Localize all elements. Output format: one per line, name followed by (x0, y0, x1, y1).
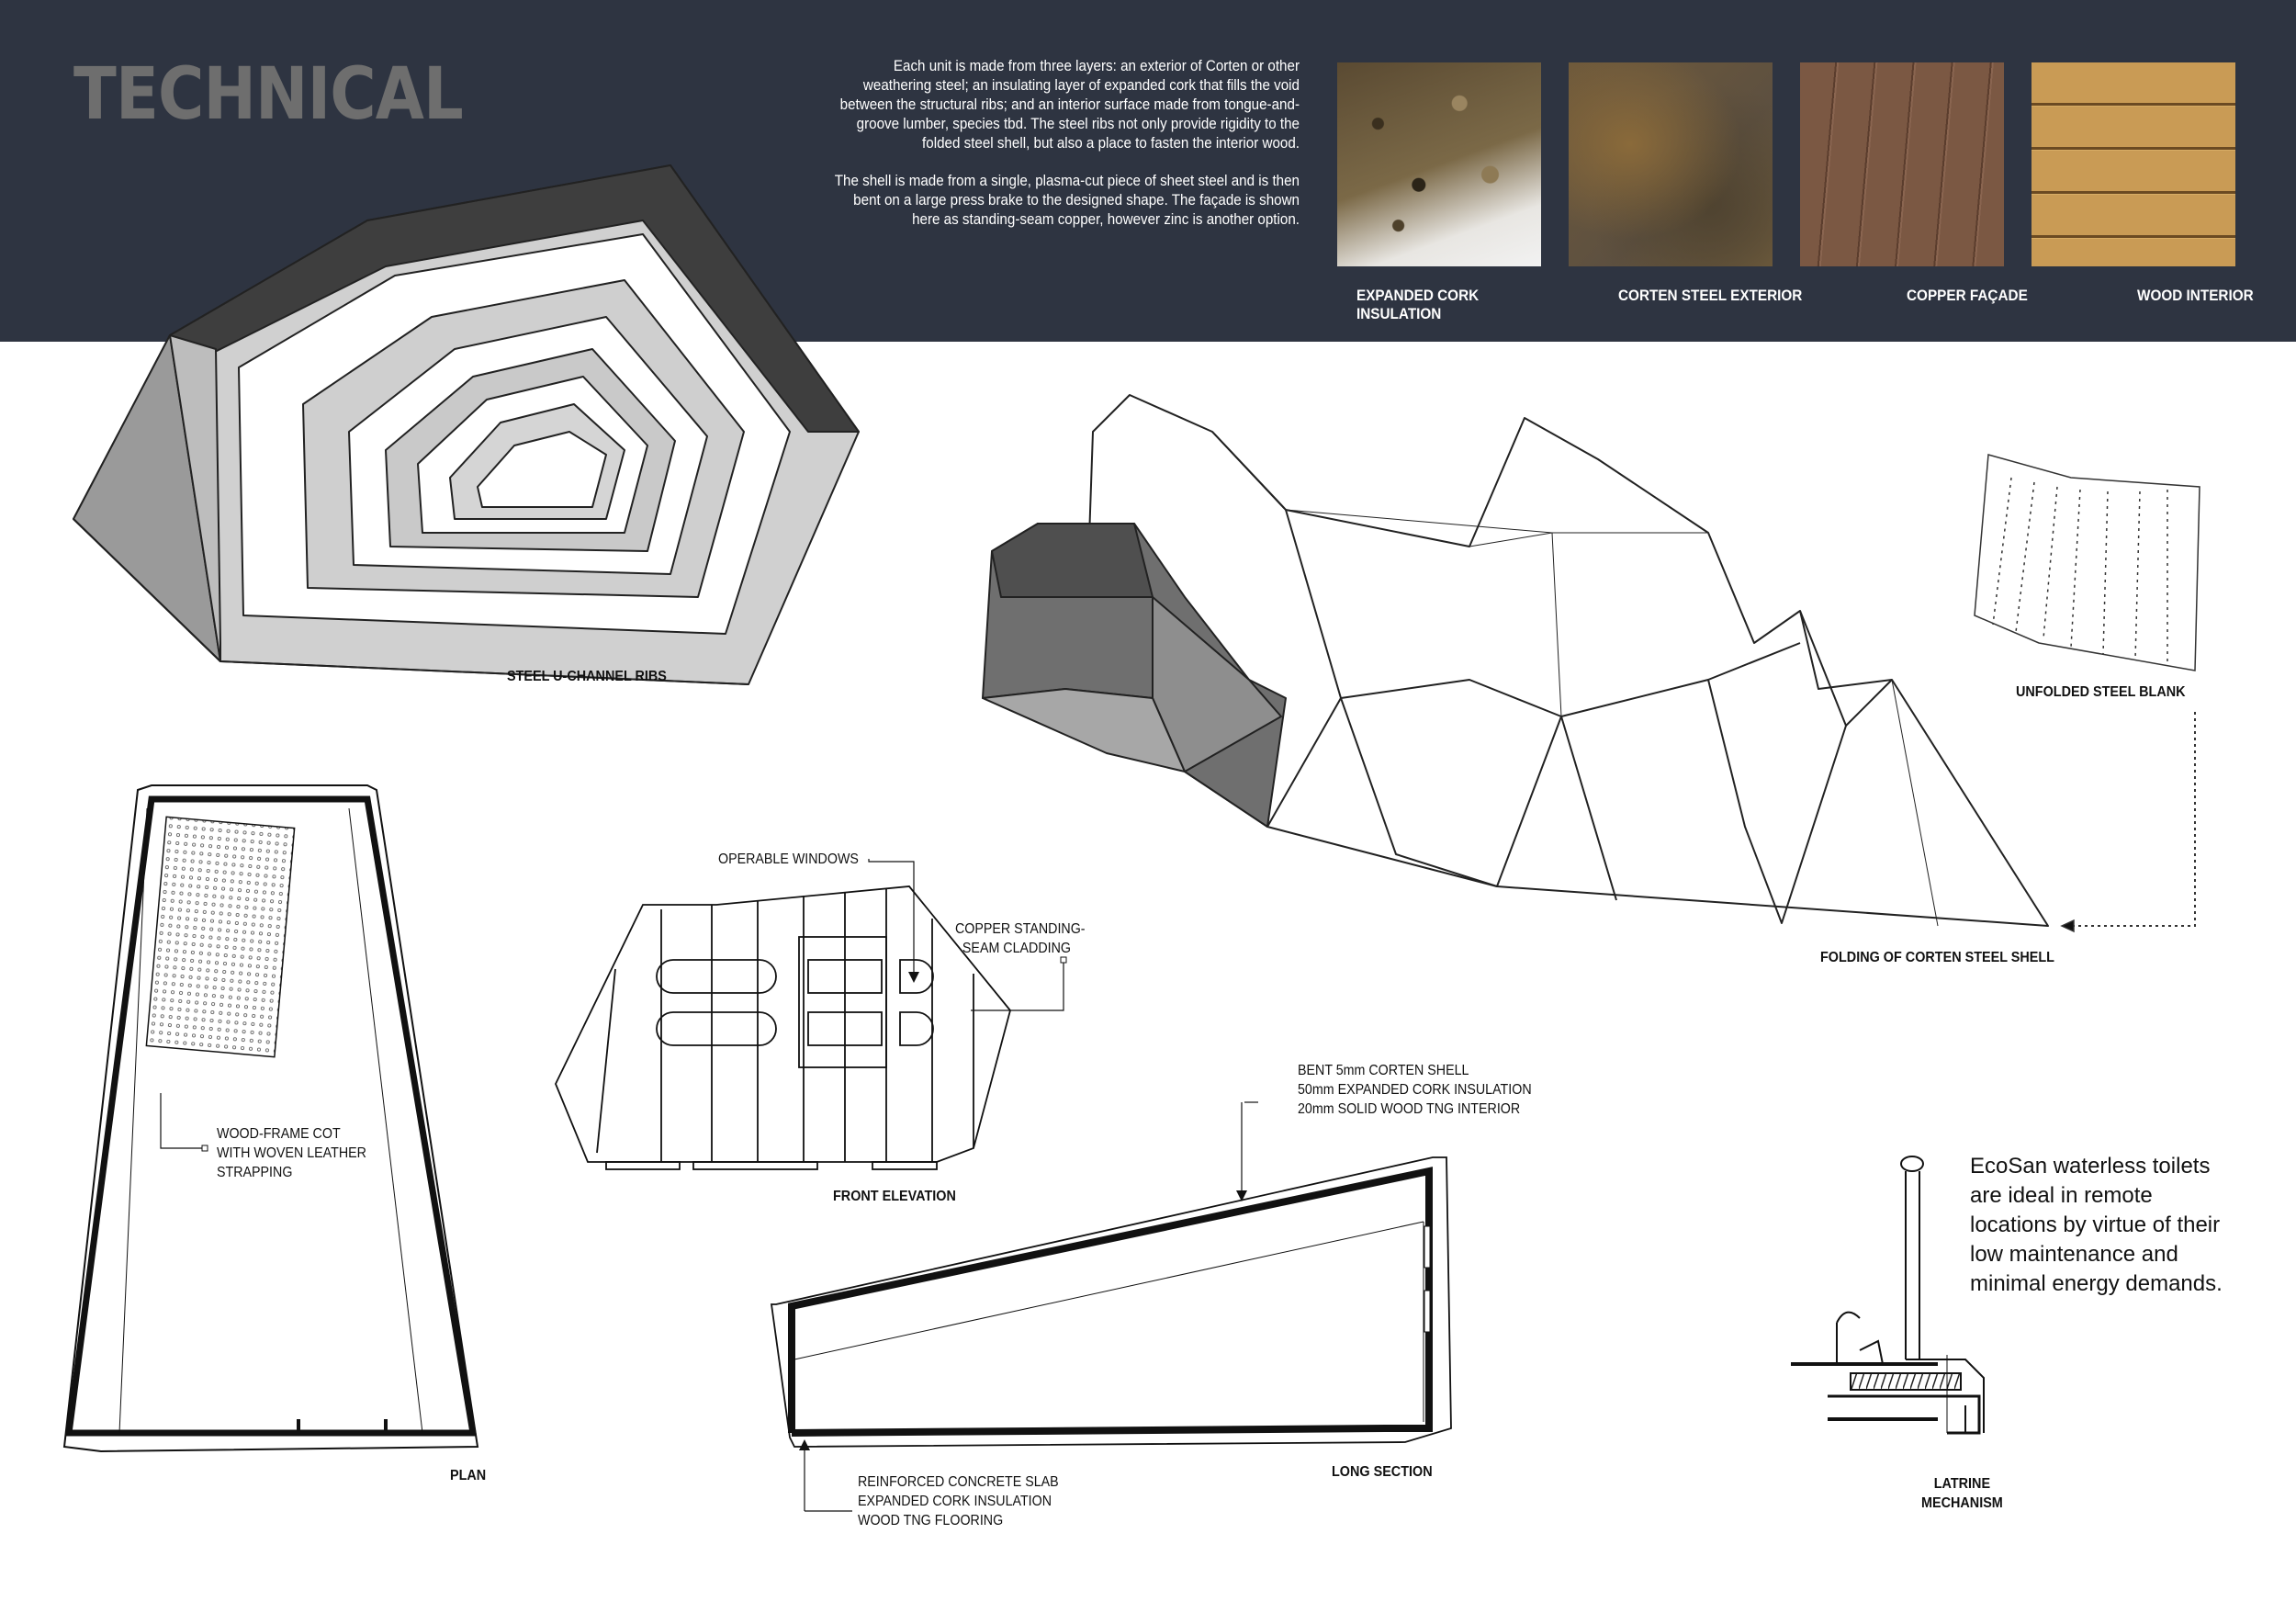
caption-folding: FOLDING OF CORTEN STEEL SHELL (1820, 950, 2054, 965)
caption-latrine: LATRINE MECHANISM (1921, 1476, 2003, 1511)
caption-unfolded-blank: UNFOLDED STEEL BLANK (2016, 684, 2186, 700)
intro-paragraph-1: Each unit is made from three layers: an … (839, 58, 1300, 152)
ecosan-text: EcoSan waterless toilets are ideal in re… (1970, 1154, 2223, 1296)
ribs-drawing (73, 164, 860, 685)
note-operable-windows: OPERABLE WINDOWS (718, 851, 859, 867)
note-copper-cladding: COPPER STANDING- SEAM CLADDING (955, 921, 1086, 956)
swatch-label-copper: COPPER FAÇADE (1907, 287, 2028, 304)
caption-plan: PLAN (450, 1468, 487, 1483)
long-section-drawing (770, 1101, 1452, 1512)
front-elevation-drawing (555, 859, 1067, 1170)
folded-shell-drawing (982, 394, 2049, 927)
note-slab-layers: REINFORCED CONCRETE SLAB EXPANDED CORK I… (858, 1474, 1059, 1528)
swatch-wood (2032, 62, 2235, 266)
intro-text: Each unit is made from three layers: an … (830, 57, 1300, 248)
swatch-label-corten: CORTEN STEEL EXTERIOR (1618, 287, 1803, 304)
swatch-label-wood: WOOD INTERIOR (2137, 287, 2254, 304)
swatch-cork (1337, 62, 1541, 266)
swatch-corten (1569, 62, 1773, 266)
page-title: TECHNICAL (73, 53, 464, 136)
note-shell-layers: BENT 5mm CORTEN SHELL 50mm EXPANDED CORK… (1298, 1063, 1532, 1117)
caption-front-elevation: FRONT ELEVATION (833, 1189, 956, 1204)
note-cot: WOOD-FRAME COT WITH WOVEN LEATHER STRAPP… (217, 1126, 366, 1180)
latrine-drawing (1791, 1156, 1985, 1435)
intro-paragraph-2: The shell is made from a single, plasma-… (834, 173, 1300, 228)
caption-long-section: LONG SECTION (1332, 1464, 1433, 1480)
unfolded-blank-drawing (1974, 454, 2200, 933)
swatch-copper (1800, 62, 2004, 266)
caption-ribs: STEEL U-CHANNEL RIBS (507, 669, 667, 684)
swatch-label-cork: EXPANDED CORK INSULATION (1356, 287, 1480, 322)
plan-drawing (62, 784, 479, 1453)
